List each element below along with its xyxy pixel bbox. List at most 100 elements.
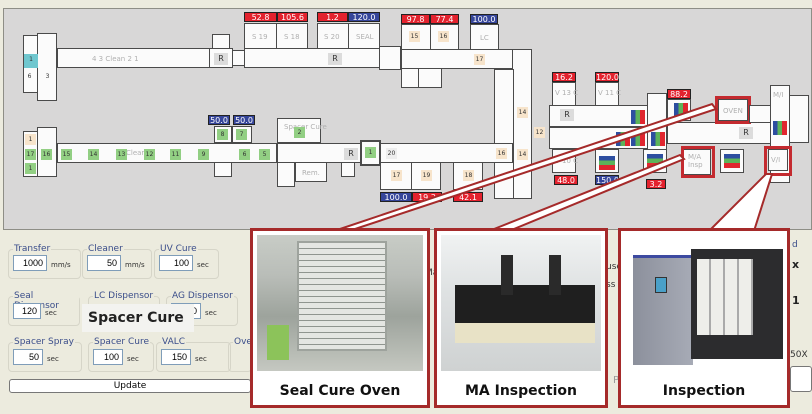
- ma-inspection-photo: [441, 235, 601, 371]
- inspection-photo: [625, 235, 783, 371]
- robot-3[interactable]: R: [560, 109, 574, 121]
- spacer-spray-input[interactable]: 50: [13, 349, 43, 365]
- station-s18[interactable]: [276, 23, 308, 49]
- group-spacer-cure: Spacer Cure 100 sec: [88, 337, 154, 372]
- cell-6[interactable]: 6: [27, 73, 32, 80]
- station-seal[interactable]: [348, 23, 380, 49]
- lc-sub-2: [418, 68, 442, 88]
- flag-icon-7: [773, 121, 787, 135]
- transfer-column-2: [494, 69, 514, 199]
- connector-ma: [488, 153, 686, 232]
- value-m-bottom: 3.2: [646, 179, 666, 189]
- station-ma-insp[interactable]: [683, 149, 711, 175]
- cell-15-b: 15: [61, 149, 72, 160]
- ma-insp-highlight: [681, 146, 715, 178]
- mi-label: M/I: [773, 91, 784, 99]
- station-lc[interactable]: [470, 24, 499, 50]
- cell-13-b: 13: [116, 149, 127, 160]
- station-oven[interactable]: [718, 99, 748, 121]
- flag-icon-1: [631, 110, 645, 124]
- valc-label: VALC: [161, 337, 187, 347]
- connector-vi: [706, 173, 774, 232]
- spacer-spray-label: Spacer Spray: [13, 337, 75, 347]
- group-uv-cure: UV Cure 100 sec: [154, 244, 219, 279]
- cleaner-label: 4 3 Clean 2 1: [92, 55, 139, 63]
- station-17[interactable]: [380, 162, 412, 190]
- cell-18-c: 18: [463, 170, 474, 181]
- robot-2[interactable]: R: [328, 53, 342, 65]
- valc-input[interactable]: 150: [161, 349, 191, 365]
- partial-d: d: [792, 240, 798, 250]
- seal-dispensor-input[interactable]: 120: [13, 303, 41, 319]
- value-seal: 120.0: [348, 12, 380, 22]
- s18-label: S 18: [284, 33, 300, 41]
- inspection-caption: Inspection: [662, 383, 746, 399]
- cell-14-b2: 14: [88, 149, 99, 160]
- seal-cure-oven-photo: [257, 235, 423, 371]
- cell-9-b: 9: [198, 149, 209, 160]
- group-seal-dispensor: Seal Dispensor 120 sec: [8, 291, 80, 326]
- cell-1-bl2: 1: [25, 163, 36, 174]
- flag-icon-4: [599, 156, 615, 170]
- robot-5[interactable]: R: [344, 148, 358, 160]
- s20-label: S 20: [324, 33, 340, 41]
- v13-label: V 13 C: [555, 89, 579, 97]
- ag-dispensor-label: AG Dispensor: [171, 291, 234, 301]
- value-s19: 52.8: [244, 12, 277, 22]
- spacer-cure-input[interactable]: 100: [93, 349, 123, 365]
- cell-16-c: 16: [496, 148, 507, 159]
- cell-1-top[interactable]: 1: [24, 54, 38, 68]
- spacer-cure-overlay: Spacer Cure: [82, 304, 194, 332]
- station-s20[interactable]: [317, 23, 349, 49]
- group-cleaner: Cleaner 50 mm/s: [82, 244, 152, 279]
- lower-conveyor: [380, 143, 513, 163]
- uv-cure-input[interactable]: 100: [159, 255, 193, 271]
- update-button[interactable]: Update: [9, 379, 251, 393]
- cell-17-bl: 17: [25, 149, 36, 160]
- cell-3[interactable]: 3: [45, 73, 50, 80]
- uv-cure-unit: sec: [197, 261, 209, 269]
- oven-label: OVEN: [723, 107, 743, 115]
- seal-dispensor-unit: sec: [45, 309, 57, 317]
- partial-ma: Ma: [425, 268, 439, 278]
- right-edge: [789, 95, 809, 143]
- oven-field-label: Oven: [233, 337, 259, 347]
- cell-19-c: 19: [421, 170, 432, 181]
- partial-one: 1: [792, 294, 800, 307]
- cell-15: 15: [409, 31, 420, 42]
- callout-seal-cure-oven: Seal Cure Oven: [250, 228, 430, 408]
- partial-use: use: [606, 262, 622, 272]
- value-v10: 48.0: [554, 175, 578, 185]
- group-valc: VALC 150 sec: [156, 337, 231, 372]
- cell-17-c: 17: [391, 170, 402, 181]
- line-layout-map: 1 6 3 4 3 Clean 2 1 R 52.8 105.6 S 19 S …: [3, 8, 812, 232]
- zoom-label: 50X: [790, 350, 808, 360]
- transfer-input[interactable]: 1000: [13, 255, 47, 271]
- spacer-spray-unit: sec: [47, 355, 59, 363]
- station-vi[interactable]: [768, 149, 788, 171]
- cell-8-b: 8: [217, 129, 228, 140]
- partial-p: P: [613, 375, 620, 386]
- value-spacer-b: 50.0: [233, 115, 255, 125]
- value-c15: 97.8: [401, 14, 430, 24]
- ma-insp-label: M/A Insp: [688, 153, 703, 169]
- clear-label: Clear: [126, 149, 145, 157]
- value-v13: 16.2: [552, 72, 576, 82]
- cleaner-input[interactable]: 50: [87, 255, 121, 271]
- callout-ma-inspection: MA Inspection: [434, 228, 608, 408]
- partial-x: x: [792, 258, 800, 271]
- right-button[interactable]: [790, 366, 812, 392]
- cell-16: 16: [438, 31, 449, 42]
- cell-11-b: 11: [170, 149, 181, 160]
- cell-16-b: 16: [41, 149, 52, 160]
- vi-label: V/I: [771, 156, 781, 164]
- value-oven: 88.2: [667, 89, 691, 99]
- cell-2-b: 2: [294, 127, 305, 138]
- robot-1[interactable]: R: [214, 53, 228, 65]
- station-rem[interactable]: [295, 162, 327, 182]
- station-v13[interactable]: [552, 82, 576, 106]
- robot-4[interactable]: R: [739, 127, 753, 139]
- value-lc: 100.0: [470, 14, 498, 24]
- seal-cure-oven-caption: Seal Cure Oven: [279, 383, 401, 399]
- cell-20-b: 20: [386, 148, 397, 159]
